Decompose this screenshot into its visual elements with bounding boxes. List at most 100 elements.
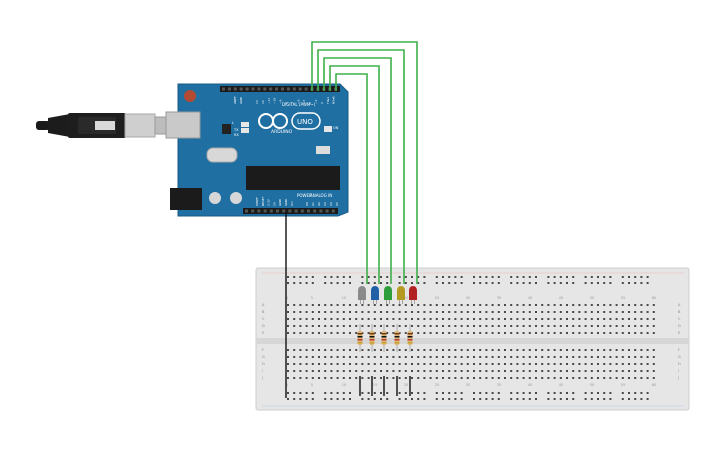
column-number: 60	[652, 296, 656, 300]
analog-pin-label: A1	[311, 202, 315, 206]
digital-pin-label: 4	[308, 102, 312, 104]
column-number: 40	[528, 383, 532, 387]
row-letter: B	[678, 310, 681, 314]
on-label: ON	[333, 126, 339, 130]
power-pin-label: GND	[278, 198, 282, 206]
wire-pin2-red[interactable]	[311, 41, 418, 284]
led-green[interactable]	[384, 286, 392, 304]
ground-jumpers[interactable]	[359, 376, 411, 396]
digital-pin-label: RX◂0	[332, 96, 336, 104]
usb-cable[interactable]	[36, 113, 178, 138]
breadboard-column-numbers: 1155101015152020252530303535404045455050…	[286, 296, 656, 387]
power-header[interactable]	[243, 208, 338, 214]
power-pin-label: Vin	[290, 201, 294, 206]
column-number: 40	[528, 296, 532, 300]
row-letter: C	[678, 317, 681, 321]
power-pin-label: 5V	[272, 201, 276, 206]
column-number: 30	[466, 296, 470, 300]
analog-pin-label: A3	[323, 202, 327, 206]
brand-label: ARDUINO	[271, 129, 293, 135]
aref-label: AREF	[233, 96, 237, 104]
model-label: UNO	[297, 118, 313, 126]
column-number: 50	[590, 383, 594, 387]
column-number: 20	[404, 296, 408, 300]
rx-label: RX	[234, 133, 239, 137]
column-number: 35	[497, 383, 501, 387]
resistor[interactable]	[394, 324, 400, 352]
gnd-label: GND	[239, 96, 243, 104]
column-number: 5	[311, 296, 313, 300]
row-letter: G	[678, 355, 681, 359]
digital-label: DIGITAL (PWM~)	[282, 102, 316, 107]
row-letter: J	[261, 376, 263, 380]
l-label: L	[232, 121, 234, 125]
digital-pin-label: TX▸1	[326, 97, 330, 105]
led-yellow[interactable]	[397, 286, 405, 304]
digital-pin-label: ~9	[279, 99, 283, 104]
column-number: 20	[404, 383, 408, 387]
led-blue[interactable]	[371, 286, 379, 304]
digital-header[interactable]	[220, 86, 340, 92]
column-number: 25	[435, 296, 439, 300]
column-number: 1	[286, 383, 288, 387]
wire-pin4-green[interactable]	[323, 57, 392, 284]
digital-pin-label: 2	[320, 102, 324, 104]
digital-pin-label: ~6	[296, 99, 300, 104]
row-letter: C	[262, 317, 265, 321]
row-letter: H	[262, 362, 265, 366]
column-number: 45	[559, 296, 563, 300]
resistor[interactable]	[369, 324, 375, 352]
analog-pin-label: A0	[305, 202, 309, 206]
analog-label: ANALOG IN	[310, 193, 332, 198]
digital-pin-label: 13	[255, 100, 259, 104]
row-letter: F	[262, 348, 264, 352]
row-letter: E	[678, 331, 680, 335]
column-number: 30	[466, 383, 470, 387]
wire-pin5-blue[interactable]	[329, 65, 380, 284]
analog-pin-label: A2	[317, 202, 321, 206]
row-letter: A	[678, 303, 681, 307]
arduino-uno-board[interactable]: ARDUINO UNO DIGITAL (PWM~) POWER ANALOG …	[165, 83, 349, 217]
resistor[interactable]	[407, 324, 413, 352]
digital-pin-label: ~5	[302, 99, 306, 104]
row-letter: D	[262, 324, 265, 328]
row-letter: G	[262, 355, 265, 359]
digital-pin-label: 8	[285, 102, 289, 104]
column-number: 1	[286, 296, 288, 300]
led-red[interactable]	[409, 286, 417, 304]
resistor[interactable]	[357, 324, 363, 352]
column-number: 55	[621, 296, 625, 300]
wires[interactable]	[285, 41, 418, 398]
wire-pin3-yellow[interactable]	[317, 49, 405, 284]
row-letter: E	[262, 331, 264, 335]
row-letter: D	[678, 324, 681, 328]
row-letter: B	[262, 310, 265, 314]
digital-pin-label: ~11	[267, 98, 271, 104]
analog-pin-label: A4	[329, 202, 333, 206]
led-gray[interactable]	[358, 286, 366, 304]
column-number: 50	[590, 296, 594, 300]
breadboard-holes[interactable]	[262, 272, 684, 407]
column-number: 25	[435, 383, 439, 387]
row-letter: A	[262, 303, 265, 307]
column-number: 5	[311, 383, 313, 387]
column-number: 15	[373, 383, 377, 387]
digital-pin-label: 7	[290, 102, 294, 104]
column-number: 10	[342, 383, 346, 387]
power-pin-label: GND	[284, 198, 288, 206]
column-number: 35	[497, 296, 501, 300]
digital-pin-label: ~3	[314, 99, 318, 104]
row-letter: F	[678, 348, 680, 352]
column-number: 45	[559, 383, 563, 387]
wire-pin6-gray[interactable]	[335, 73, 368, 284]
power-pin-label: IOREF	[255, 197, 259, 206]
power-pin-label: RESET	[261, 196, 265, 206]
resistors[interactable]	[357, 324, 413, 352]
leds[interactable]	[358, 286, 417, 304]
resistor[interactable]	[381, 324, 387, 352]
